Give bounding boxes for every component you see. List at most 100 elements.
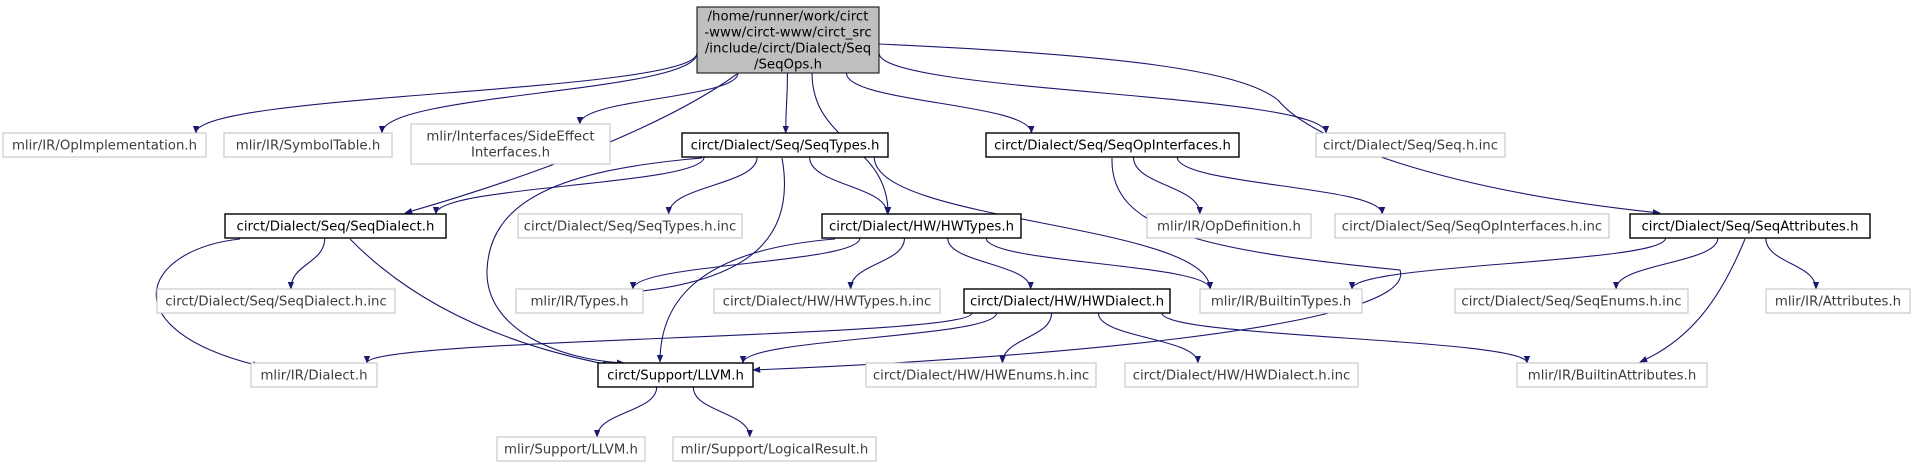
edge-hw-dialect-to-builtin-attributes <box>1161 312 1531 364</box>
node-box <box>1765 288 1911 314</box>
node-label: circt/Support/LLVM.h <box>607 369 744 384</box>
edge-seq-types-to-ir-types <box>631 157 786 295</box>
edge-root-to-seq-op-interfaces <box>845 72 1035 134</box>
edge-root-to-symbol-table <box>378 52 698 134</box>
node-label: mlir/IR/SymbolTable.h <box>236 139 381 154</box>
node-builtin-attributes: mlir/IR/BuiltinAttributes.h <box>1516 362 1708 388</box>
edge-root-to-seq-types <box>782 72 789 134</box>
node-box <box>2 132 207 158</box>
node-support-llvm[interactable]: circt/Support/LLVM.h <box>597 362 754 388</box>
header-file-nodes: /home/runner/work/circt-www/circt-www/ci… <box>2 6 1911 462</box>
node-box <box>865 362 1097 388</box>
node-label: mlir/IR/Attributes.h <box>1775 295 1901 310</box>
edge-hw-dialect-to-hw-dialect-inc <box>1097 312 1202 364</box>
node-label: circt/Dialect/Seq/SeqTypes.h.inc <box>524 220 737 235</box>
node-label: circt/Dialect/Seq/SeqDialect.h.inc <box>165 295 387 310</box>
node-op-definition: mlir/IR/OpDefinition.h <box>1146 213 1312 239</box>
dependency-edges <box>155 43 1820 438</box>
node-seq-dialect-inc: circt/Dialect/Seq/SeqDialect.h.inc <box>156 288 396 314</box>
node-box <box>597 362 754 388</box>
edge-hw-types-to-hw-dialect <box>947 237 1034 290</box>
node-box <box>963 288 1171 314</box>
edge-support-llvm-to-mlir-support-llvm <box>593 386 658 438</box>
node-label: mlir/Support/LLVM.h <box>504 443 638 458</box>
node-label: mlir/IR/Dialect.h <box>260 369 367 384</box>
edge-root-to-seq-h-inc <box>878 52 1330 134</box>
node-seq-types[interactable]: circt/Dialect/Seq/SeqTypes.h <box>681 132 889 158</box>
node-label: mlir/Interfaces/SideEffect <box>426 130 594 145</box>
node-seq-attributes[interactable]: circt/Dialect/Seq/SeqAttributes.h <box>1629 213 1871 239</box>
node-label: circt/Dialect/Seq/SeqAttributes.h <box>1641 220 1858 235</box>
node-box <box>713 288 941 314</box>
node-seq-dialect[interactable]: circt/Dialect/Seq/SeqDialect.h <box>224 213 447 239</box>
edge-seq-op-interfaces-to-support-llvm <box>752 157 1402 373</box>
node-hw-types[interactable]: circt/Dialect/HW/HWTypes.h <box>821 213 1022 239</box>
node-seq-enums-inc: circt/Dialect/Seq/SeqEnums.h.inc <box>1454 288 1689 314</box>
edge-seq-types-to-hw-types <box>809 156 891 215</box>
node-box <box>1629 213 1871 239</box>
node-label: circt/Dialect/Seq/Seq.h.inc <box>1323 139 1498 154</box>
edge-seq-types-to-seq-types-inc <box>665 156 758 215</box>
node-seq-op-interfaces[interactable]: circt/Dialect/Seq/SeqOpInterfaces.h <box>985 132 1240 158</box>
edge-hw-types-to-builtin-types <box>985 237 1214 290</box>
node-seq-h-inc: circt/Dialect/Seq/Seq.h.inc <box>1315 132 1506 158</box>
node-box <box>1454 288 1689 314</box>
node-box <box>250 362 378 388</box>
node-label: /home/runner/work/circt <box>708 10 869 25</box>
node-box <box>517 213 743 239</box>
node-label: /include/circt/Dialect/Seq <box>705 42 871 57</box>
node-logical-result: mlir/Support/LogicalResult.h <box>672 436 877 462</box>
edge-seq-types-to-support-llvm <box>486 157 703 366</box>
edge-hw-types-to-support-llvm <box>656 238 836 363</box>
node-box <box>410 123 611 165</box>
edge-seq-attributes-to-builtin-attributes <box>1639 238 1746 363</box>
node-builtin-types: mlir/IR/BuiltinTypes.h <box>1199 288 1363 314</box>
node-mlir-support-llvm: mlir/Support/LLVM.h <box>496 436 646 462</box>
node-label: /SeqOps.h <box>754 58 822 73</box>
node-label: circt/Dialect/Seq/SeqOpInterfaces.h.inc <box>1342 220 1602 235</box>
node-label: circt/Dialect/HW/HWTypes.h <box>829 220 1014 235</box>
node-label: mlir/Support/LogicalResult.h <box>681 443 869 458</box>
node-hw-dialect[interactable]: circt/Dialect/HW/HWDialect.h <box>963 288 1171 314</box>
node-ir-dialect: mlir/IR/Dialect.h <box>250 362 378 388</box>
node-label: circt/Dialect/HW/HWEnums.h.inc <box>873 369 1089 384</box>
node-label: circt/Dialect/Seq/SeqTypes.h <box>691 139 880 154</box>
edge-seq-types-to-seq-dialect <box>432 156 705 215</box>
node-box <box>515 288 644 314</box>
edge-hw-types-to-hw-types-inc <box>847 237 906 290</box>
node-hw-types-inc: circt/Dialect/HW/HWTypes.h.inc <box>713 288 941 314</box>
node-box <box>156 288 396 314</box>
node-label: mlir/IR/BuiltinAttributes.h <box>1528 369 1697 384</box>
node-box <box>696 6 880 74</box>
node-box <box>224 213 447 239</box>
edge-support-llvm-to-logical-result <box>692 386 753 438</box>
edge-seq-op-interfaces-to-seq-op-interfaces-inc <box>1176 156 1386 215</box>
edge-hw-dialect-to-ir-dialect <box>363 312 973 364</box>
node-box <box>672 436 877 462</box>
edge-seq-attributes-to-ir-attributes <box>1765 237 1820 290</box>
edge-seq-types-to-builtin-types <box>873 156 1214 290</box>
node-label: mlir/IR/OpDefinition.h <box>1157 220 1301 235</box>
node-ir-attributes: mlir/IR/Attributes.h <box>1765 288 1911 314</box>
node-label: circt/Dialect/HW/HWDialect.h <box>970 295 1164 310</box>
node-hw-enums-inc: circt/Dialect/HW/HWEnums.h.inc <box>865 362 1097 388</box>
node-box <box>1315 132 1506 158</box>
node-label: mlir/IR/BuiltinTypes.h <box>1211 295 1351 310</box>
edge-root-to-seq-attributes <box>878 43 1661 216</box>
node-symbol-table: mlir/IR/SymbolTable.h <box>223 132 393 158</box>
node-label: circt/Dialect/Seq/SeqOpInterfaces.h <box>994 139 1231 154</box>
node-label: mlir/IR/Types.h <box>530 295 628 310</box>
edge-seq-dialect-to-support-llvm <box>349 238 611 367</box>
node-seq-types-inc: circt/Dialect/Seq/SeqTypes.h.inc <box>517 213 743 239</box>
node-box <box>1334 213 1610 239</box>
node-hw-dialect-inc: circt/Dialect/HW/HWDialect.h.inc <box>1124 362 1359 388</box>
edge-seq-attributes-to-builtin-types <box>1348 237 1667 290</box>
node-root[interactable]: /home/runner/work/circt-www/circt-www/ci… <box>696 6 880 74</box>
node-box <box>1146 213 1312 239</box>
node-label: -www/circt-www/circt_src <box>704 26 871 41</box>
node-box <box>496 436 646 462</box>
node-box <box>223 132 393 158</box>
edge-hw-dialect-to-support-llvm <box>739 312 998 364</box>
node-label: circt/Dialect/Seq/SeqEnums.h.inc <box>1461 295 1681 310</box>
